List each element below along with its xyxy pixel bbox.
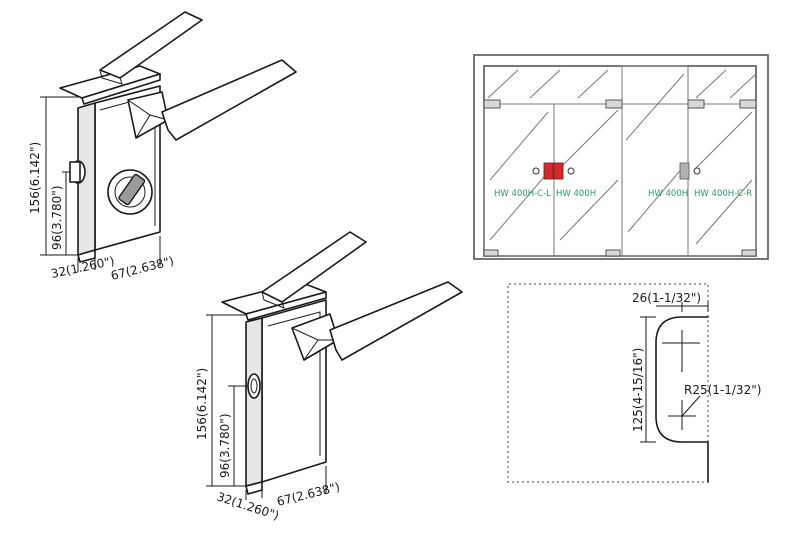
lock-bottom-side [245, 317, 263, 487]
lock-bottom-drawing: 156(6.142") 96(3.780") 32(1.260") 67(2.6… [195, 231, 463, 523]
glass-outline-dashed [507, 283, 709, 483]
lock-bottom-upper-lever [261, 231, 367, 303]
door-label-4: HW 400H-C-R [694, 189, 752, 199]
cutout-detail: 26(1-1/32") 125(4-15/16") R25(1-1/32") [507, 283, 761, 483]
door-elevation: HW 400H-C-L HW 400H HW 400H HW 400H-C-R [473, 54, 769, 260]
lock-top-width-label: 67(2.638") [109, 254, 175, 283]
door-panel-2 [553, 103, 623, 257]
lock-top-upper-lever [99, 11, 203, 79]
cutout-radius-label: R25(1-1/32") [684, 383, 761, 397]
door-panel-4 [687, 103, 757, 257]
lock-bottom-height-label: 156(6.142") [195, 368, 209, 440]
door-outer-frame [473, 54, 769, 260]
cutout-width-label: 26(1-1/32") [632, 291, 701, 305]
lock-top-hole-label: 96(3.780") [50, 185, 64, 250]
thumbturn-icon [118, 173, 146, 206]
cutout-height-label: 125(4-15/16") [631, 348, 645, 432]
lock-patch-gray [679, 162, 690, 180]
door-label-3: HW 400H [648, 189, 688, 199]
door-label-1: HW 400H-C-L [494, 189, 551, 199]
door-panel-1 [483, 103, 555, 257]
cutout-profile [655, 316, 709, 483]
lock-bottom-side-hole [247, 373, 261, 399]
lock-top-lever [161, 59, 297, 141]
lock-bottom-width-label: 67(2.638") [275, 480, 341, 509]
lock-bottom-lever [329, 281, 463, 361]
lock-top-rose [127, 91, 169, 139]
lock-bottom-hole-label: 96(3.780") [218, 413, 232, 478]
glass-hatching [487, 69, 757, 245]
lock-patch-red-left [543, 162, 554, 180]
lock-top-height-label: 156(6.142") [28, 142, 42, 214]
lock-top-drawing: 156(6.142") 96(3.780") 32(1.260") 67(2.6… [28, 11, 297, 283]
lock-patch-red-right [553, 162, 564, 180]
door-label-2: HW 400H [556, 189, 596, 199]
